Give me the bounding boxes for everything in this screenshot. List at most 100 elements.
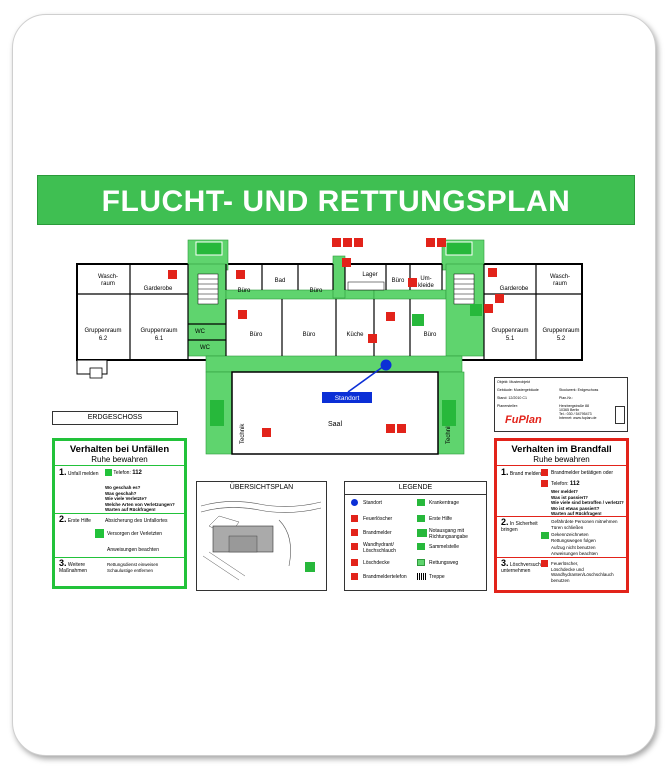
fire-equipment <box>168 238 504 437</box>
room-garderobe-left: Garderobe <box>144 286 173 292</box>
accident-step3: Weitere Maßnahmen <box>59 562 88 574</box>
legend-item-5: Brandmeldertelefon <box>363 574 407 580</box>
accident-step1: Unfall melden <box>67 471 99 477</box>
info-gebaeude: Gebäude: Mustergebäude <box>497 388 539 392</box>
fire-phone: 112 <box>569 481 580 487</box>
fire-card: Verhalten im Brandfall Ruhe bewahren 1. … <box>494 438 629 593</box>
legend-item-11: Treppe <box>429 574 445 580</box>
hydrant-icon <box>351 543 358 550</box>
phone-icon <box>105 469 112 476</box>
overview-map <box>200 501 322 581</box>
info-stand: Stand: 12/2010 C1 <box>497 396 527 400</box>
fire-blanket-icon <box>351 559 358 566</box>
room-gruppenraum-61: Gruppenraum <box>140 328 177 334</box>
floor-plan: Wasch-raum Garderobe Gruppenraum 6.2 Grup… <box>76 238 583 455</box>
qr-icon <box>615 406 625 424</box>
info-address: Herzbergstraße 88 10365 Berlin Tel.: 030… <box>559 404 597 420</box>
alarm-icon <box>541 469 548 476</box>
room-saal: Saal <box>328 421 342 428</box>
accident-phone: 112 <box>132 469 142 476</box>
svg-text:raum: raum <box>101 281 115 287</box>
fire-alarm-icon <box>351 529 358 536</box>
accident-subtitle: Ruhe bewahren <box>91 455 148 464</box>
room-waschraum-left: Wasch- <box>98 274 118 280</box>
fire-step2c: Aufzug nicht benutzen Anweisungen beacht… <box>551 545 598 556</box>
standort-label: Standort <box>335 395 360 402</box>
room-buero-1: Büro <box>238 288 251 294</box>
room-kueche: Küche <box>346 332 364 338</box>
accident-card: Verhalten bei Unfällen Ruhe bewahren 1. … <box>52 438 187 589</box>
room-buero-3: Büro <box>392 278 405 284</box>
stretcher-icon <box>417 499 425 506</box>
fire-step3: Löschversuch unternehmen <box>501 562 541 574</box>
legend-item-1: Feuerlöscher <box>363 516 393 522</box>
fire-step2b: Gekennzeichneten Rettungswegen folgen <box>551 532 596 543</box>
fire-phone-icon <box>351 573 358 580</box>
legend-title: LEGENDE <box>398 484 433 491</box>
room-lager: Lager <box>362 272 377 278</box>
room-bad: Bad <box>275 278 286 284</box>
fire-step2a: Gefährdete Personen mitnehmen Türen schl… <box>551 519 618 530</box>
legend-item-10: Rettungsweg <box>429 560 459 566</box>
fire-phone-label: Telefon <box>551 481 568 487</box>
room-gruppenraum-62: Gruppenraum <box>84 328 121 334</box>
accident-step3a: Rettungsdienst einweisen Schaulustige en… <box>107 562 159 573</box>
stairs-icon <box>417 573 427 580</box>
accident-step2c: Anweisungen beachten <box>107 547 159 553</box>
room-buero-4: Büro <box>250 332 263 338</box>
svg-text:6.2: 6.2 <box>99 336 108 342</box>
legend-item-0: Standort <box>363 500 382 506</box>
room-umkleide: Um- <box>420 276 431 282</box>
svg-text:kleide: kleide <box>418 283 434 289</box>
standort-icon <box>351 499 358 506</box>
legend-item-9: Sammelstelle <box>429 544 460 550</box>
fire-phone-card-icon <box>541 480 548 487</box>
fire-step1a: Brandmelder betätigen oder <box>551 470 613 476</box>
overview-plan: ÜBERSICHTSPLAN <box>196 481 327 591</box>
svg-text:6.1: 6.1 <box>155 336 164 342</box>
accident-step2b: Versorgen der Verletzten <box>107 531 163 537</box>
room-wc-2: WC <box>200 345 211 351</box>
info-stockwerk: Stockwerk: Erdgeschoss <box>559 388 599 392</box>
svg-text:raum: raum <box>553 281 567 287</box>
room-gruppenraum-51: Gruppenraum <box>491 328 528 334</box>
accident-questions: Wo geschah es? Was geschah? Wie viele Ve… <box>105 485 175 512</box>
fire-title: Verhalten im Brandfall <box>511 444 612 455</box>
svg-text:5.1: 5.1 <box>506 336 515 342</box>
standort-marker <box>380 359 392 371</box>
fire-extinguisher-icon <box>351 515 358 522</box>
extinguisher-card-icon <box>541 560 548 567</box>
accident-phone-label: Telefon <box>113 469 130 476</box>
exit-signs <box>195 241 482 426</box>
title-banner: FLUCHT- UND RETTUNGSPLAN <box>37 175 635 225</box>
legend-item-6: Krankentrage <box>429 500 460 506</box>
legend-item-2: Brandmelder <box>363 530 392 536</box>
room-buero-2: Büro <box>310 288 323 294</box>
page-title: FLUCHT- UND RETTUNGSPLAN <box>101 185 571 218</box>
room-waschraum-right: Wasch- <box>550 274 570 280</box>
svg-text:5.2: 5.2 <box>557 336 566 342</box>
assembly-point-icon <box>417 543 425 550</box>
floor-label: ERDGESCHOSS <box>52 411 178 425</box>
fire-step1: Brand melden <box>509 471 542 477</box>
room-technik-1: Technik <box>240 423 246 444</box>
first-aid-legend-icon <box>417 515 425 522</box>
first-aid-icon <box>95 529 104 538</box>
info-plannr: Plan-Nr.: <box>559 396 573 400</box>
fire-step2: In Sicherheit bringen <box>501 521 538 533</box>
exit-arrow-icon <box>417 529 427 537</box>
room-gruppenraum-52: Gruppenraum <box>542 328 579 334</box>
fire-questions: Wer meldet? Was ist passiert? Wie viele … <box>551 489 624 516</box>
info-objekt: Objekt: Musterobjekt <box>497 380 530 384</box>
room-buero-6: Büro <box>424 332 437 338</box>
room-buero-5: Büro <box>303 332 316 338</box>
legend-item-4: Löschdecke <box>363 560 390 566</box>
fuplan-logo: FuPlan <box>505 414 542 426</box>
overview-title: ÜBERSICHTSPLAN <box>229 484 294 491</box>
info-planersteller: Planersteller: <box>497 404 518 408</box>
legend-item-8: Notausgang mit Richtungsangabe <box>429 528 468 540</box>
fire-subtitle: Ruhe bewahren <box>533 455 590 464</box>
room-garderobe-right: Garderobe <box>500 286 529 292</box>
accident-step2: Erste Hilfe <box>67 518 91 524</box>
legend-item-3: Wandhydrant/ Löschschlauch <box>363 542 397 554</box>
